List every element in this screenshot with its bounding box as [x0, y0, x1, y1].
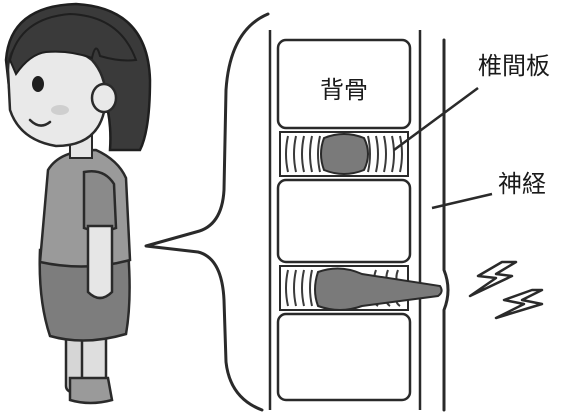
vertebra-1	[276, 38, 412, 130]
disc-1-core	[320, 133, 369, 175]
zoom-callout-brace	[144, 12, 270, 412]
disc-2-herniated	[279, 265, 443, 311]
disc-label: 椎間板	[478, 52, 550, 80]
disc-2-core-protrusion	[314, 267, 443, 311]
girl-arm	[86, 224, 114, 300]
nerve-line	[442, 38, 450, 412]
vertebra-3	[276, 312, 412, 402]
girl-mouth	[28, 118, 52, 127]
nerve-label: 神経	[498, 170, 546, 198]
spine-column	[268, 30, 450, 412]
girl-eye	[32, 76, 44, 92]
lightning-bolt-icon	[468, 260, 544, 320]
girl-bangs	[8, 12, 138, 77]
girl-figure-icon	[4, 2, 152, 405]
girl-sleeve	[82, 170, 118, 233]
girl-cheek	[51, 105, 69, 115]
vertebra-label: 背骨	[320, 76, 368, 104]
vertebra-2	[276, 178, 412, 264]
girl-ear	[90, 82, 118, 114]
nerve-leader-line	[431, 192, 493, 210]
disc-leader-line	[393, 86, 479, 152]
disc-1	[279, 131, 409, 177]
girl-shoe	[68, 376, 114, 405]
